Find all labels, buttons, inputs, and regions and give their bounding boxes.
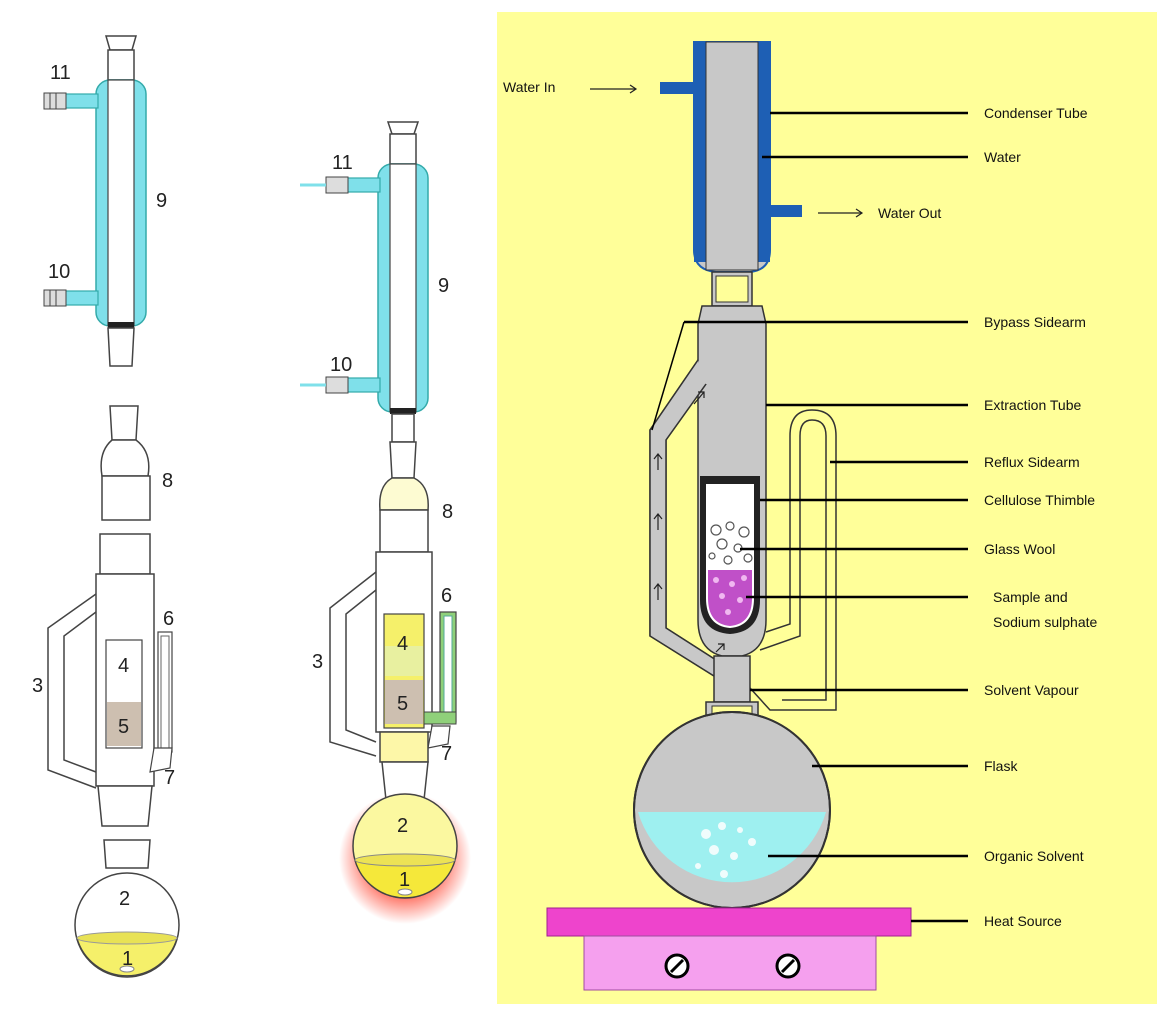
label-bypass-sidearm: Bypass Sidearm (984, 314, 1086, 330)
middle-diagram: 1 2 3 4 5 6 7 8 9 10 11 (300, 121, 471, 924)
left-label-2: 2 (119, 888, 130, 910)
label-condenser-tube: Condenser Tube (984, 105, 1088, 121)
middle-label-5: 5 (397, 693, 408, 715)
left-label-7: 7 (164, 767, 175, 789)
right-diagram-background (497, 12, 1157, 1004)
water-out-arrow (818, 208, 864, 218)
left-adapter (100, 405, 151, 521)
left-label-10: 10 (48, 261, 70, 283)
middle-label-2: 2 (397, 815, 408, 837)
label-sample-line2: Sodium sulphate (993, 614, 1098, 630)
label-glass-wool: Glass Wool (984, 541, 1055, 557)
solvent-bubbles (695, 822, 756, 878)
label-organic-solvent: Organic Solvent (984, 848, 1084, 864)
left-label-6: 6 (163, 608, 174, 630)
middle-flask (339, 792, 471, 924)
glass-wool-texture (708, 521, 753, 565)
sample-texture (713, 575, 747, 615)
middle-label-3: 3 (312, 651, 323, 673)
middle-label-9: 9 (438, 275, 449, 297)
left-label-3: 3 (32, 675, 43, 697)
left-label-1: 1 (122, 948, 133, 970)
right-condenser (660, 41, 802, 307)
middle-label-1: 1 (399, 869, 410, 891)
label-solvent-vapour: Solvent Vapour (984, 682, 1079, 698)
right-flask (633, 711, 831, 909)
label-heat-source: Heat Source (984, 913, 1062, 929)
left-diagram: 1 2 3 4 5 6 7 8 9 10 11 (32, 35, 180, 978)
left-label-4: 4 (118, 655, 129, 677)
water-in-label: Water In (503, 79, 555, 95)
right-heat-source (546, 907, 912, 991)
right-diagram: Water In Water Out Condenser Tube Water (497, 12, 1157, 1004)
label-cellulose-thimble: Cellulose Thimble (984, 492, 1095, 508)
middle-condenser (300, 121, 429, 443)
left-label-11: 11 (50, 62, 71, 84)
left-label-9: 9 (156, 190, 167, 212)
label-water: Water (984, 149, 1021, 165)
left-label-8: 8 (162, 470, 173, 492)
middle-hose-nozzle-bottom (300, 376, 349, 394)
right-extraction-tube (649, 305, 837, 721)
label-reflux-sidearm: Reflux Sidearm (984, 454, 1080, 470)
middle-hose-nozzle-top (300, 176, 349, 194)
middle-label-10: 10 (330, 354, 352, 376)
middle-adapter (379, 441, 429, 553)
heat-knob-left (664, 953, 690, 979)
right-thimble (700, 476, 760, 634)
heat-knob-right (775, 953, 801, 979)
middle-label-7: 7 (441, 743, 452, 765)
water-in-arrow (590, 84, 638, 94)
left-hose-nozzle-top (43, 92, 67, 110)
label-extraction-tube: Extraction Tube (984, 397, 1081, 413)
middle-extractor (329, 551, 457, 801)
middle-label-11: 11 (332, 152, 353, 174)
left-hose-nozzle-bottom (43, 289, 67, 307)
middle-label-8: 8 (442, 501, 453, 523)
label-sample-line1: Sample and (993, 589, 1068, 605)
water-out-label: Water Out (878, 205, 941, 221)
left-label-5: 5 (118, 716, 129, 738)
middle-label-4: 4 (397, 633, 408, 655)
left-flask (74, 839, 180, 978)
label-flask: Flask (984, 758, 1018, 774)
middle-label-6: 6 (441, 585, 452, 607)
left-extractor (47, 533, 173, 827)
leader-lines (651, 111, 968, 923)
left-condenser (43, 35, 147, 367)
